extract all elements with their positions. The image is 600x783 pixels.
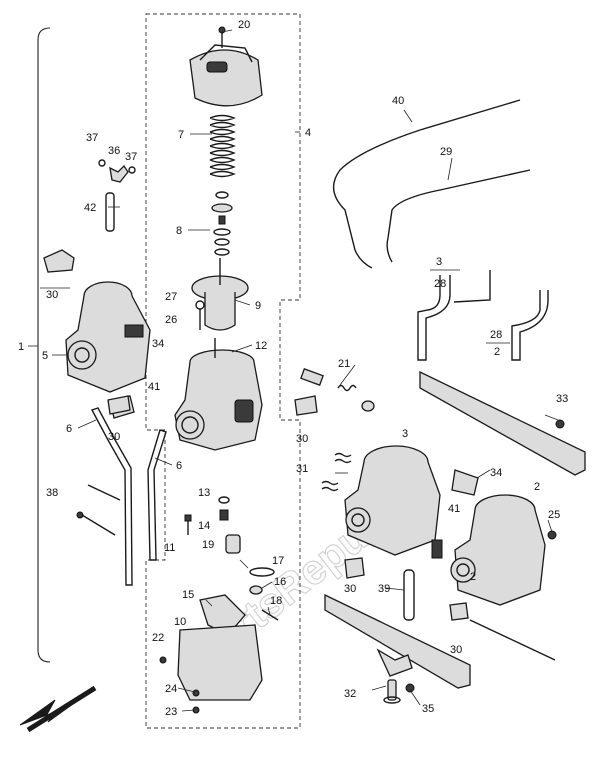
hose-part-6-left [90,407,133,586]
throttle-cables-parts-29-40 [332,99,531,269]
callout-7: 7 [178,129,184,141]
vent-hoses-part-28 [417,270,549,361]
callout-4: 4 [305,127,311,139]
callout-8: 8 [176,225,182,237]
callout-9: 9 [255,300,261,312]
float-chamber-part-10 [159,594,279,714]
callout-34b: 34 [490,467,502,479]
callout-3b: 3 [402,428,408,440]
brackets-part-30 [107,395,469,621]
callout-33: 33 [556,393,568,405]
bolt-part-38 [76,484,121,536]
callout-labels: 20 7 4 8 9 12 27 26 34 41 37 36 37 42 30… [18,19,568,718]
callout-31: 31 [296,463,308,475]
callout-30a: 30 [46,289,58,301]
callout-1: 1 [18,341,24,353]
mounting-rail-upper [419,370,586,476]
right-carburetor-part-2 [431,494,546,606]
callout-6b: 6 [176,460,182,472]
callout-3a: 3 [436,256,442,268]
leader-lines [28,29,559,712]
callout-36: 36 [108,145,120,157]
small-jets-parts-11-19 [184,496,275,595]
callout-20: 20 [238,19,250,31]
callout-5: 5 [42,350,48,362]
mounting-rail-lower [324,593,471,689]
connector-part-21 [300,368,375,412]
callout-30d: 30 [344,583,356,595]
callout-40: 40 [392,95,404,107]
callout-11: 11 [164,542,175,554]
callout-12: 12 [255,340,267,352]
callout-19: 19 [202,539,214,551]
callout-18: 18 [270,595,282,607]
callout-30c: 30 [296,433,308,445]
screw-part-33 [555,419,565,429]
needle-set-part-8 [211,191,233,256]
callout-32: 32 [344,688,356,700]
callout-27: 27 [165,291,177,303]
callout-41a: 41 [148,381,160,393]
screw-part-25 [547,530,557,540]
left-carburetor-assembly [43,249,151,419]
screws-parts-26-27 [195,300,205,330]
callout-26: 26 [165,314,177,326]
callout-21: 21 [338,358,350,370]
callout-34a: 34 [152,338,164,350]
assembly-4-dashed-group [145,13,301,729]
callout-2a: 2 [494,346,500,358]
callout-6a: 6 [66,423,72,435]
callout-2b: 2 [534,481,540,493]
hardware-parts-32-35 [376,648,415,704]
callout-38: 38 [46,487,58,499]
pipe-part-39 [403,569,415,621]
assembly-1-bracket [37,27,51,663]
callout-42: 42 [84,202,96,214]
callout-16: 16 [274,576,286,588]
callout-23: 23 [165,706,177,718]
callout-37a: 37 [86,132,98,144]
callout-15: 15 [182,589,194,601]
piston-valve-part-9 [191,258,249,331]
callout-14: 14 [198,520,210,532]
callout-30b: 30 [108,431,120,443]
callout-28a: 28 [434,278,446,290]
top-cover-part-20 [189,26,263,107]
callout-17: 17 [272,555,284,567]
springs-part-31 [321,452,352,492]
callout-25: 25 [548,509,560,521]
fitting-parts-36-37-42 [98,159,136,232]
callout-41b: 41 [448,503,460,515]
front-direction-arrow-shaft [26,685,97,733]
hose-part-6-center [147,429,167,561]
callout-10: 10 [174,616,186,628]
callout-28b: 28 [490,329,502,341]
callout-37b: 37 [125,151,137,163]
spring-part-7 [209,114,236,178]
callout-29: 29 [440,146,452,158]
callout-30e: 30 [450,644,462,656]
callout-22: 22 [152,632,164,644]
callout-39: 39 [378,583,390,595]
callout-13: 13 [198,487,210,499]
carburetor-body-part-12 [174,338,263,451]
callout-2c: 2 [470,571,476,583]
right-carburetor-part-3 [344,445,479,556]
callout-24: 24 [165,683,177,695]
callout-underlines [40,269,510,344]
callout-35: 35 [422,703,434,715]
